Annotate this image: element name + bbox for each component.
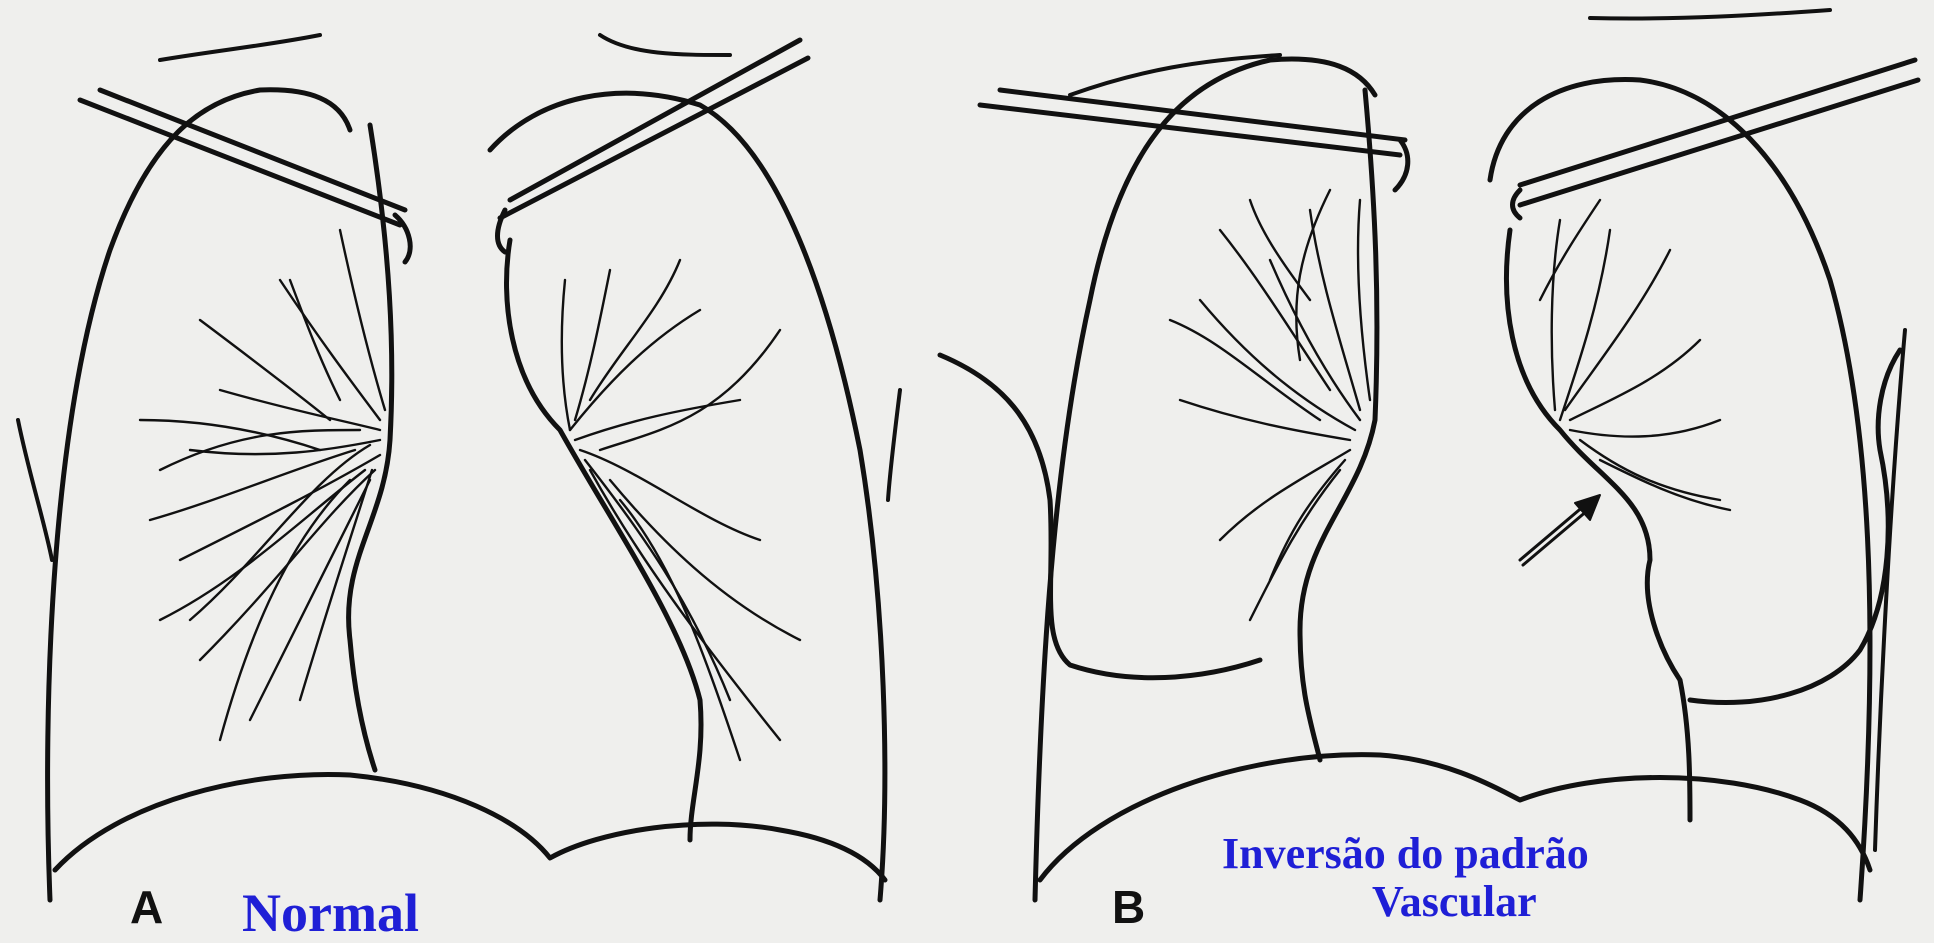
panel-b-right-heart-border — [940, 355, 1260, 678]
caption-normal: Normal — [242, 884, 419, 942]
panel-label-a: A — [130, 884, 163, 930]
panel-b-left-lung-mediastinal-edge — [1507, 230, 1690, 820]
caption-inversion: Inversão do padrão Vascular — [1222, 830, 1722, 925]
panel-a-chest-wall-right — [18, 420, 52, 560]
panel-a-left-lung-outline — [490, 93, 885, 900]
panel-a-left-clavicle — [498, 40, 809, 252]
panel-a-right-clavicle — [80, 90, 410, 262]
panel-a-shoulder-arc-right — [160, 35, 320, 60]
panel-a-right-hilum-vessels — [140, 230, 385, 740]
panel-b-shoulder-arc-left — [1590, 10, 1830, 18]
panel-a-right-lung-outline — [48, 90, 350, 900]
panel-label-b: B — [1112, 884, 1145, 930]
panel-b-right-hilum-vessels — [1170, 190, 1370, 620]
caption-inversion-line-1: Inversão do padrão — [1222, 830, 1722, 878]
panel-a-diaphragm — [55, 774, 885, 880]
panel-b-shoulder-arc-right — [1070, 55, 1280, 95]
caption-inversion-line-2: Vascular — [1222, 878, 1722, 926]
panel-a-left-hilum-vessels — [562, 260, 800, 760]
arrow-icon — [1520, 495, 1600, 565]
panel-a-shoulder-arc-left — [600, 35, 730, 55]
panel-b-right-lung-mediastinal-edge — [1300, 90, 1377, 760]
panel-b-right-lung-outline — [1035, 59, 1375, 900]
panel-a-chest-wall-left — [888, 390, 900, 500]
panel-b-right-clavicle — [980, 90, 1408, 190]
panel-a-drawing — [18, 35, 900, 900]
panel-b-drawing — [940, 10, 1918, 900]
panel-b-left-hilum-vessels — [1540, 200, 1730, 510]
